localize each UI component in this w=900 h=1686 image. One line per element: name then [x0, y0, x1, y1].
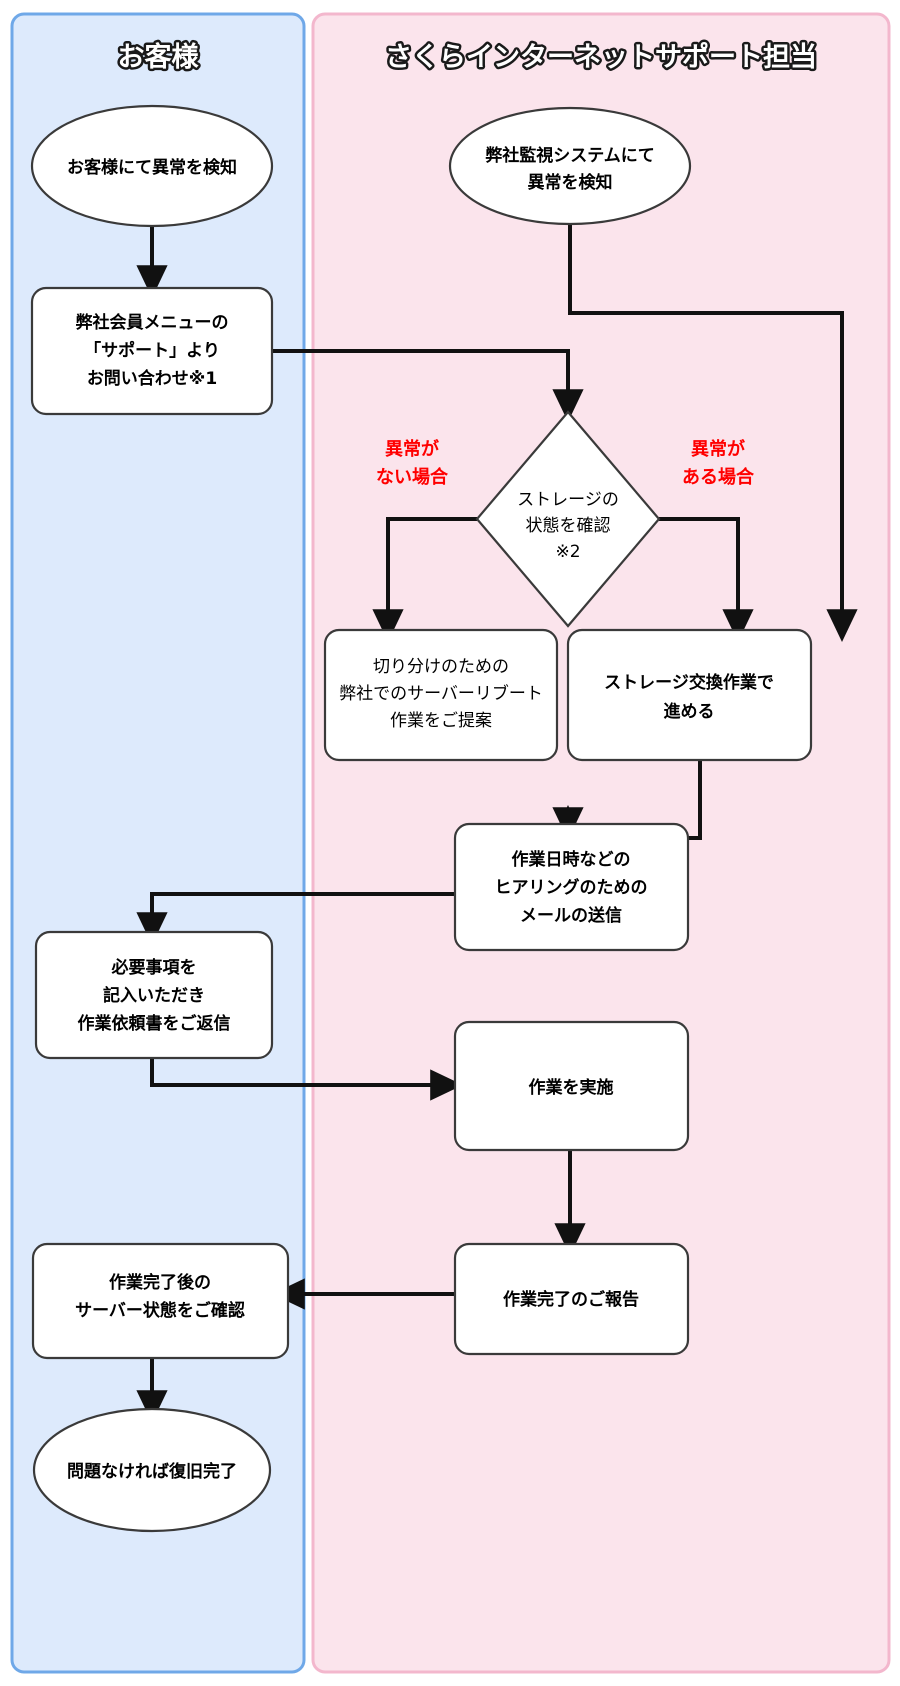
edge-mail-to-reply	[136, 892, 455, 946]
node-label: 作業を実施	[529, 1077, 614, 1098]
node-label-line2: 記入いただき	[103, 985, 205, 1006]
node-label-line1: 切り分けのための	[373, 657, 509, 677]
node-label-line1: ストレージ交換作業で	[604, 672, 774, 693]
node-label-line2: 異常を検知	[528, 172, 613, 193]
node-send-hearing-mail[interactable]: 作業日時などの ヒアリングのための メールの送信	[453, 822, 690, 952]
node-label: 問題なければ復旧完了	[67, 1461, 237, 1482]
node-label-line1: 弊社監視システムにて	[485, 145, 655, 166]
node-customer-detects-anomaly[interactable]: お客様にて異常を検知	[30, 104, 274, 228]
node-label-line3: お問い合わせ※1	[87, 368, 217, 389]
edge-label-no-anomaly: 異常が ない場合	[376, 438, 449, 488]
edge-monitor-to-swap	[568, 212, 858, 643]
edge-label-line1: 異常が	[691, 438, 745, 460]
node-label-line3: 作業依頼書をご返信	[78, 1013, 231, 1034]
edge-inquiry-to-decision	[272, 349, 584, 423]
node-label-line1: 弊社会員メニューの	[76, 312, 229, 333]
node-work-completion-report[interactable]: 作業完了のご報告	[453, 1242, 690, 1356]
node-label-line1: 作業日時などの	[512, 849, 631, 870]
edge-decision-no-to-reboot	[372, 517, 477, 643]
node-label-line2: ヒアリングのための	[495, 877, 648, 898]
node-perform-work[interactable]: 作業を実施	[453, 1020, 690, 1152]
node-label: お客様にて異常を検知	[67, 157, 237, 178]
node-label-line2: 弊社でのサーバーリブート	[339, 683, 543, 704]
node-label-line3: 作業をご提案	[390, 711, 492, 731]
edge-decision-yes-to-swap	[659, 517, 754, 643]
node-label-line2: 状態を確認	[526, 516, 611, 536]
node-label-line3: メールの送信	[520, 905, 622, 926]
node-label-line1: ストレージの	[517, 490, 619, 510]
node-label-line1: 作業完了後の	[109, 1272, 211, 1293]
node-label-line2: サーバー状態をご確認	[75, 1300, 245, 1321]
node-return-work-request-form[interactable]: 必要事項を 記入いただき 作業依頼書をご返信	[34, 930, 274, 1060]
node-label: 作業完了のご報告	[503, 1289, 639, 1310]
edge-label-line1: 異常が	[385, 438, 439, 460]
node-label-line2: 「サポート」より	[84, 340, 220, 361]
node-propose-server-reboot[interactable]: 切り分けのための 弊社でのサーバーリブート 作業をご提案	[323, 628, 559, 762]
edge-label-line2: ある場合	[682, 466, 755, 488]
edge-label-line2: ない場合	[376, 466, 449, 488]
edge-label-has-anomaly: 異常が ある場合	[682, 438, 755, 488]
node-check-storage-status[interactable]: ストレージの 状態を確認 ※2	[475, 410, 661, 628]
node-member-menu-support-inquiry[interactable]: 弊社会員メニューの 「サポート」より お問い合わせ※1	[30, 286, 274, 416]
node-confirm-server-after-work[interactable]: 作業完了後の サーバー状態をご確認	[31, 1242, 290, 1360]
lane-title-customer: お客様	[118, 41, 200, 73]
edge-reply-to-work	[150, 1058, 464, 1101]
lane-title-support: さくらインターネットサポート担当	[385, 42, 817, 73]
node-monitoring-detects-anomaly[interactable]: 弊社監視システムにて 異常を検知	[448, 106, 692, 226]
node-recovery-complete[interactable]: 問題なければ復旧完了	[32, 1407, 272, 1533]
node-label-line1: 必要事項を	[111, 957, 197, 978]
node-label-line3: ※2	[555, 542, 580, 562]
node-label-line2: 進める	[664, 702, 715, 722]
node-proceed-storage-replacement[interactable]: ストレージ交換作業で 進める	[566, 628, 813, 762]
